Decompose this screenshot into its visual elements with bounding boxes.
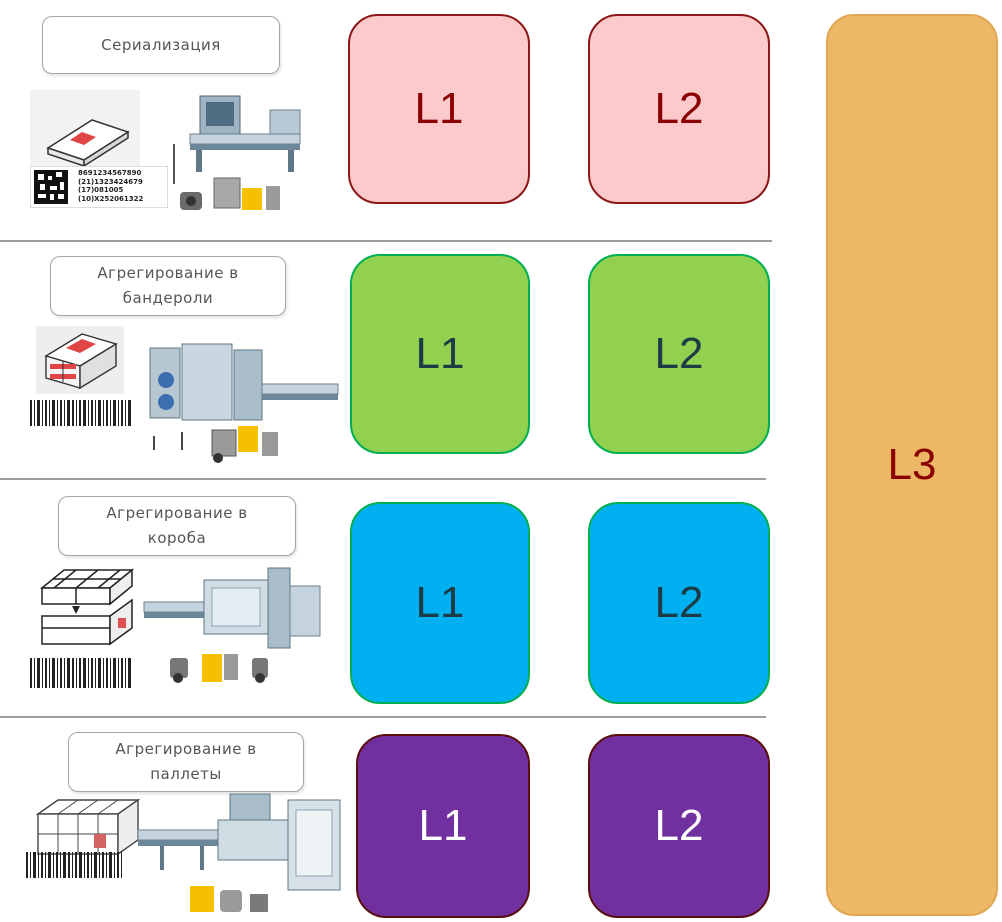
row-separator [0, 240, 772, 242]
level-l3-column[interactable]: L3 [826, 14, 998, 916]
stage-label-bundles: Агрегирование в бандероли [50, 256, 286, 316]
barcode-icon [26, 852, 122, 878]
case-packer-machine-illustration [143, 567, 321, 683]
level-label: L2 [654, 329, 704, 378]
level-label: L2 [654, 801, 704, 850]
level-label: L1 [415, 578, 465, 627]
palletizer-machine-illustration [137, 793, 341, 912]
serialization-machine-illustration [173, 95, 301, 210]
stage-label-line: бандероли [122, 289, 214, 307]
level-label: L1 [414, 84, 464, 133]
level-label: L1 [415, 329, 465, 378]
stage-label-pallets: Агрегирование в паллеты [68, 732, 304, 792]
row3-level-l2[interactable]: L2 [588, 502, 770, 704]
stage-label-line: паллеты [150, 765, 222, 783]
bundle-stack-icon [36, 326, 124, 394]
barcode-icon [30, 400, 131, 426]
stage-label-line: Агрегирование в [97, 264, 239, 282]
stage-label-serialization: Сериализация [42, 16, 280, 74]
datamatrix-code-icon [30, 166, 168, 208]
datamatrix-caption: 8691234567890 (21)1323424679 (17)081005 … [78, 169, 143, 203]
stage-label-line: Агрегирование в [115, 740, 257, 758]
package-box-icon [30, 90, 140, 170]
level-label: L2 [654, 84, 704, 133]
row2-level-l1[interactable]: L1 [350, 254, 530, 454]
row3-level-l1[interactable]: L1 [350, 502, 530, 704]
row1-level-l2[interactable]: L2 [588, 14, 770, 204]
row4-level-l1[interactable]: L1 [356, 734, 530, 918]
row2-level-l2[interactable]: L2 [588, 254, 770, 454]
level-label: L3 [887, 440, 937, 489]
stage-label-line: Агрегирование в [106, 504, 248, 522]
row1-level-l1[interactable]: L1 [348, 14, 530, 204]
datamatrix-caption-line: 8691234567890 [78, 169, 142, 177]
datamatrix-caption-line: (10)X252061322 [78, 194, 144, 203]
level-label: L2 [654, 578, 704, 627]
level-label: L1 [418, 801, 468, 850]
row4-level-l2[interactable]: L2 [588, 734, 770, 918]
box-stack-icon [39, 568, 135, 646]
barcode-icon [30, 658, 131, 688]
aggregation-machine-illustration [149, 343, 339, 463]
row-separator [0, 716, 766, 718]
datamatrix-caption-line: (17)081005 [78, 186, 124, 194]
stage-label-boxes: Агрегирование в короба [58, 496, 296, 556]
datamatrix-caption-line: (21)1323424679 [78, 177, 143, 186]
stage-label-line: короба [147, 529, 207, 547]
row-separator [0, 478, 766, 480]
stage-label-line: Сериализация [101, 35, 221, 54]
